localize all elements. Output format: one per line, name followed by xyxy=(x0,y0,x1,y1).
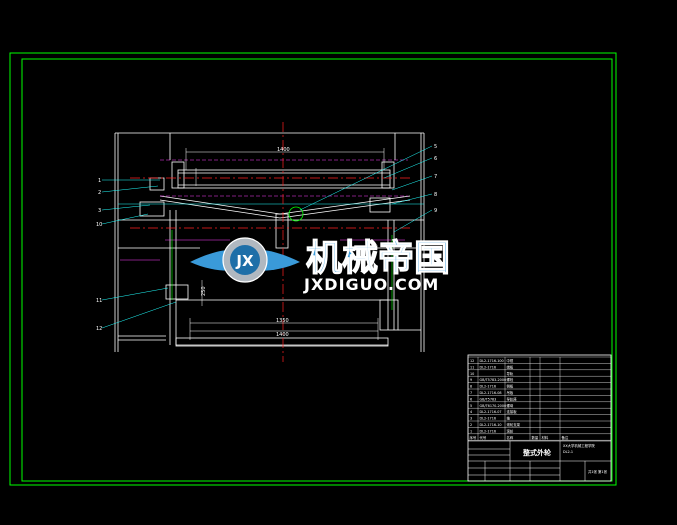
parts-header-cell: 序号 xyxy=(470,435,477,440)
parts-cell-name: 螺母 xyxy=(507,403,514,408)
dim-top-width: 1400 xyxy=(277,147,290,153)
parts-cell-code: DL2-1716 xyxy=(480,417,497,421)
parts-list-grid xyxy=(467,356,612,441)
parts-cell-code: DL2-1716 xyxy=(480,429,497,433)
hidden-lines xyxy=(118,159,424,310)
parts-cell-no: 3 xyxy=(470,417,472,421)
callout-8: 8 xyxy=(434,192,437,198)
callout-10: 10 xyxy=(96,222,102,228)
parts-cell-code: DL2-1716-07 xyxy=(480,410,502,414)
callout-12: 12 xyxy=(96,326,102,332)
center-lines xyxy=(130,122,410,362)
callout-1: 1 xyxy=(98,178,101,184)
school-name: XX大学机械工程学院 xyxy=(563,443,595,448)
callouts-right: 5 6 7 8 9 xyxy=(434,144,437,214)
parts-cell-code: DL2-1716-100 xyxy=(480,359,504,363)
parts-cell-code: GB/T5783 xyxy=(480,397,497,401)
title-area xyxy=(468,440,611,481)
dim-side-height: 250 xyxy=(201,286,207,296)
assembly-view xyxy=(114,132,425,352)
callout-3: 3 xyxy=(98,208,101,214)
parts-list-header: 序号代号 名称 数量材料 备注 xyxy=(470,435,569,440)
callout-2: 2 xyxy=(98,190,101,196)
dimensions xyxy=(185,148,385,340)
parts-cell-no: 1 xyxy=(470,429,472,433)
parts-header-cell: 数量 xyxy=(532,435,539,440)
callout-5: 5 xyxy=(434,144,437,150)
parts-cell-name: 端板 xyxy=(507,364,514,369)
parts-cell-name: 轴 xyxy=(507,416,511,421)
parts-cell-no: 5 xyxy=(470,404,472,408)
callout-leaders xyxy=(101,145,433,329)
sheet-label: 共1张 第1张 xyxy=(588,469,608,474)
parts-header-cell: 材料 xyxy=(542,435,549,440)
drawing-number: DL2-1 xyxy=(563,450,573,454)
parts-cell-name: 中框 xyxy=(507,358,514,363)
parts-cell-no: 2 xyxy=(470,423,472,427)
watermark-cn-text: 机械帝国 xyxy=(306,238,450,279)
parts-cell-name: 侧板 xyxy=(507,384,514,389)
drawing-frame xyxy=(9,52,617,486)
drawing-title: 整式外轮 xyxy=(522,448,551,457)
parts-cell-no: 4 xyxy=(470,410,472,414)
watermark: JX 机械帝国 JXDIGUO.COM xyxy=(190,237,451,294)
dim-bottom-inner: 1350 xyxy=(276,318,289,324)
parts-cell-no: 11 xyxy=(470,365,474,369)
callout-6: 6 xyxy=(434,156,437,162)
watermark-wings-logo: JX xyxy=(190,237,300,283)
dim-bottom-outer: 1400 xyxy=(276,332,289,338)
callout-7: 7 xyxy=(434,174,437,180)
watermark-en-text: JXDIGUO.COM xyxy=(303,275,439,294)
parts-cell-no: 10 xyxy=(470,372,474,376)
parts-cell-name: 连接板 xyxy=(507,409,518,414)
callout-11: 11 xyxy=(96,298,102,304)
parts-cell-code: GB/T6170-2000 xyxy=(480,404,507,408)
parts-cell-name: 滚轮支架 xyxy=(507,422,521,427)
parts-cell-no: 8 xyxy=(470,385,472,389)
parts-cell-name: 吊板 xyxy=(507,390,514,395)
parts-cell-code: DL2-1716 xyxy=(480,385,497,389)
parts-cell-name: 导轨座 xyxy=(507,396,518,401)
parts-header-cell: 名称 xyxy=(507,435,514,440)
watermark-logo-letters: JX xyxy=(235,252,254,270)
parts-cell-code: DL2-1716 xyxy=(480,365,497,369)
parts-cell-code: DL2-1716-10 xyxy=(480,423,502,427)
parts-header-cell: 代号 xyxy=(480,435,487,440)
parts-cell-code: DL2-1716-08 xyxy=(480,391,502,395)
parts-header-cell: 备注 xyxy=(562,435,569,440)
parts-cell-no: 7 xyxy=(470,391,472,395)
parts-cell-no: 9 xyxy=(470,378,472,382)
parts-cell-name: 滚轮 xyxy=(507,428,514,433)
callouts-left: 1 2 3 10 11 12 xyxy=(96,178,102,332)
parts-cell-name: 螺栓 xyxy=(507,377,514,382)
parts-cell-code: GB/T5783-2000 xyxy=(480,378,507,382)
callout-9: 9 xyxy=(434,208,437,214)
parts-cell-name: 导轨 xyxy=(507,371,514,376)
parts-cell-no: 12 xyxy=(470,359,474,363)
parts-cell-no: 6 xyxy=(470,397,472,401)
